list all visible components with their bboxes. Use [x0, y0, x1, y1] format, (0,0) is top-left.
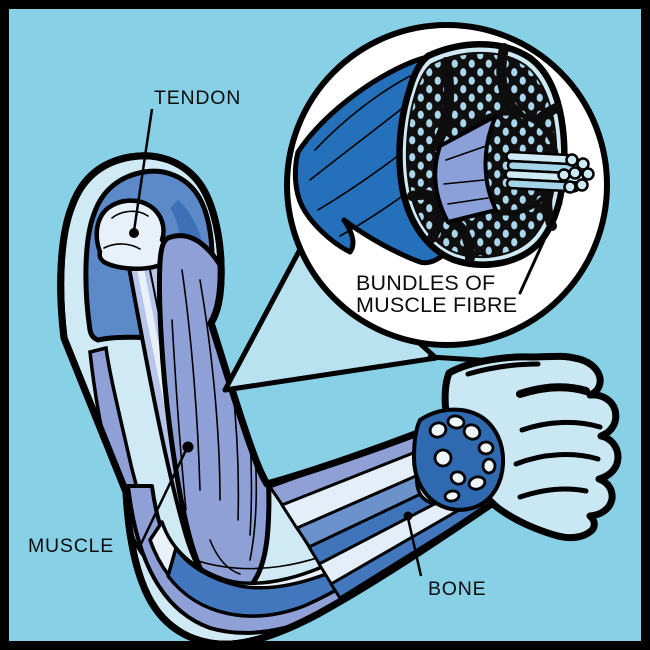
hand-top-line [465, 361, 541, 377]
annotations: TENDON MUSCLE BONE [28, 87, 486, 600]
bone-leader-line [406, 517, 423, 577]
magnifier-inset: BUNDLES OF MUSCLE FIBRE [284, 22, 610, 348]
finger-crease-3 [517, 486, 589, 500]
carpal-bone [477, 440, 495, 456]
bone-pointer-dot [403, 511, 413, 521]
carpal-bone [433, 448, 453, 468]
carpal-bone [446, 414, 466, 430]
tendon-label: TENDON [154, 87, 241, 109]
muscle-pointer-dot [182, 441, 194, 453]
tendon-pointer-dot [129, 228, 139, 238]
fibre-end [557, 168, 571, 182]
thumb-crease [516, 383, 590, 398]
carpal-bone [467, 475, 487, 491]
carpal-bone [449, 470, 467, 486]
fibre-end [575, 178, 589, 192]
fibre-tube-ends [557, 153, 595, 194]
arm-outline [57, 152, 497, 648]
arm-internals [83, 168, 488, 635]
carpal-bone [443, 489, 461, 503]
fibre-end [563, 180, 577, 194]
wrist-bones [411, 407, 506, 512]
bundles-label-line2: MUSCLE FIBRE [356, 293, 517, 317]
arm-illustration [57, 152, 497, 648]
finger-crease-1 [519, 419, 603, 433]
carpal-bone [462, 423, 482, 441]
tendon-leader-line [132, 108, 154, 232]
fist [411, 352, 622, 542]
bundles-label-line1: BUNDLES OF [356, 271, 495, 295]
carpal-bone [481, 457, 497, 475]
muscle-label: MUSCLE [28, 535, 114, 557]
muscle-leader-line [138, 449, 188, 547]
bundles-leader-line [518, 201, 563, 295]
finger-crease-2 [513, 452, 601, 467]
fibre-end [565, 153, 579, 167]
bundle-wrap [433, 114, 498, 224]
bone-label: BONE [428, 578, 486, 600]
fibre-end [568, 166, 582, 180]
carpal-bone [428, 421, 448, 439]
fibre-end [581, 167, 595, 181]
